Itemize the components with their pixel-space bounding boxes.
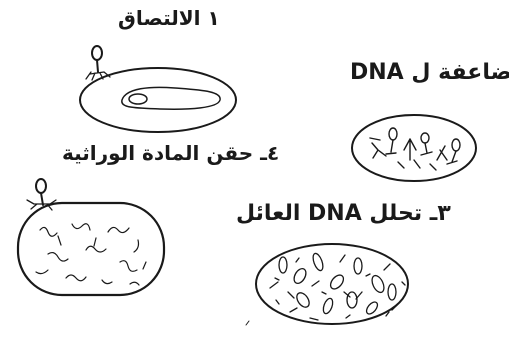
step-4-label: ٤ـ حقن المادة الوراثية: [62, 143, 279, 163]
phage-injecting-icon: [27, 179, 56, 210]
step-2-label: ٢ ـ مضاعفة ل DNA: [350, 62, 509, 84]
stray-mark: [246, 321, 249, 325]
step-3-label: ٣ـ تحلل DNA العائل: [236, 203, 451, 225]
phage-attached-icon: [86, 46, 110, 80]
host-dna-degradation-cell: [256, 244, 408, 324]
step-1-label: ١ الالتصاق: [118, 8, 220, 28]
attachment-cell: [80, 68, 236, 132]
injection-cell: [18, 203, 164, 295]
replication-cell: [352, 115, 476, 181]
